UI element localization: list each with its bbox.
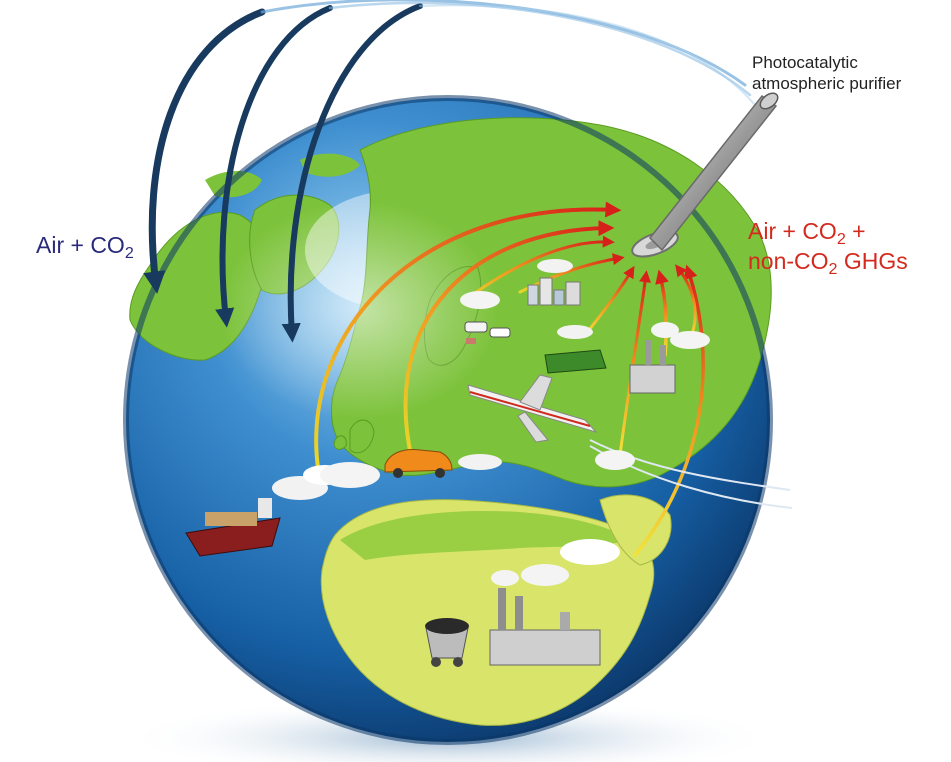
factory-icon: [629, 322, 710, 394]
purifier-tube-top: [759, 92, 779, 110]
inflow-trail-1: [260, 0, 747, 87]
emission-arrow-1: [314, 201, 622, 470]
inflow-label-subscript: 2: [124, 243, 134, 262]
car-icon: [320, 449, 502, 488]
airplane-icon: [467, 374, 793, 509]
british-isles: [333, 419, 375, 454]
farmland-icon: [544, 325, 607, 374]
outflow-line1-prefix: Air + CO: [748, 218, 837, 244]
canada-islands: [205, 153, 360, 198]
purifier-label: Photocatalytic atmospheric purifier: [752, 52, 901, 94]
emission-arrow-3: [463, 235, 615, 302]
emission-arrow-8: [633, 264, 705, 557]
coal-cart-icon: [425, 618, 469, 667]
purifier-label-line1: Photocatalytic: [752, 53, 858, 72]
outflow-line2-subscript: 2: [828, 259, 838, 278]
outflow-line2-suffix: GHGs: [837, 248, 908, 274]
emission-arrow-6: [618, 270, 651, 457]
industrial-plant-icon: [489, 539, 620, 666]
inflow-label: Air + CO2: [36, 232, 134, 262]
inflow-label-prefix: Air + CO: [36, 232, 125, 258]
inflow-trail-3: [419, 4, 756, 106]
outflow-line1-subscript: 2: [836, 229, 846, 248]
outflow-label-line1: Air + CO2 +: [748, 216, 908, 248]
emission-arrow-5: [583, 265, 635, 337]
purifier-label-line2: atmospheric purifier: [752, 74, 902, 93]
photocatalytic-purifier: [631, 92, 779, 258]
city-buildings-icon: [527, 259, 581, 306]
globe-rim: [123, 95, 773, 745]
outflow-line1-suffix: +: [845, 218, 866, 244]
inflow-arrows: [143, 0, 756, 343]
emission-sources: [185, 259, 793, 667]
inflow-arrow-1: [143, 8, 266, 294]
inflow-arrow-2: [215, 5, 333, 328]
inflow-arrow-3: [281, 3, 423, 343]
outflow-label-line2: non-CO2 GHGs: [748, 246, 908, 278]
inflow-trail-2: [328, 1, 752, 97]
purifier-tube: [648, 94, 778, 252]
africa-vegetation: [340, 510, 630, 560]
livestock-icon: [460, 291, 511, 344]
outflow-line2-prefix: non-CO: [748, 248, 829, 274]
arabia-landmass: [599, 494, 672, 566]
emission-arrow-2: [403, 220, 615, 462]
outflow-label: Air + CO2 + non-CO2 GHGs: [748, 216, 908, 278]
